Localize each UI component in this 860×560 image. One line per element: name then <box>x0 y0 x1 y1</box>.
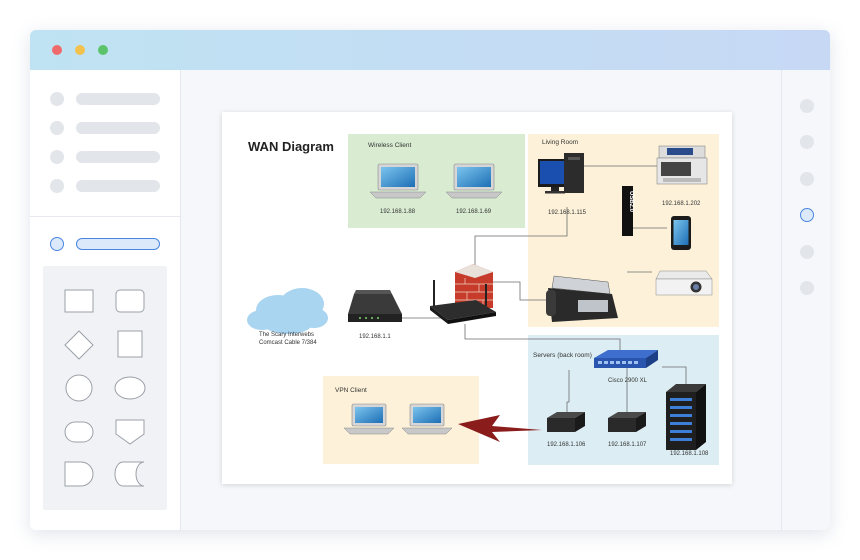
circle-shape[interactable] <box>65 374 93 402</box>
projector-icon[interactable] <box>655 270 713 296</box>
offpage-connector-shape[interactable] <box>115 419 145 445</box>
switch-icon[interactable] <box>594 350 658 368</box>
ip-label: 192.168.1.1 <box>359 334 391 340</box>
internet-label: The Scary Interwebs <box>259 332 314 338</box>
internet-sublabel: Comcast Cable 7/384 <box>259 340 317 346</box>
shape-library <box>64 289 146 487</box>
toolbar-button[interactable] <box>800 172 814 186</box>
rounded-rectangle-shape[interactable] <box>115 289 145 313</box>
ip-label: 192.168.1.69 <box>456 209 492 215</box>
sidebar-item-icon <box>50 92 64 106</box>
laptop-icon[interactable] <box>445 163 503 199</box>
diagram-canvas[interactable]: WAN Diagram Wireless Client Living Room … <box>222 112 732 484</box>
living-room-zone-label: Living Room <box>542 139 578 146</box>
cloud-icon <box>247 288 328 334</box>
ip-label: 192.168.1.107 <box>608 442 647 448</box>
wireless-zone-label: Wireless Client <box>368 142 412 149</box>
phone-icon[interactable] <box>671 216 691 250</box>
lightning-icon <box>458 415 542 442</box>
modem-icon[interactable] <box>348 290 402 322</box>
firewall-icon <box>455 264 493 308</box>
sidebar-divider <box>30 216 180 217</box>
sidebar-item-label <box>76 122 160 134</box>
sidebar-item-label <box>76 180 160 192</box>
vpn-zone <box>323 376 479 464</box>
toolbar-button[interactable] <box>800 99 814 113</box>
server-zone-label: Servers (back room) <box>533 352 592 359</box>
desktop-icon[interactable] <box>538 153 584 194</box>
laptop-icon[interactable] <box>369 163 427 199</box>
square-shape[interactable] <box>117 330 143 358</box>
toolbar-button-active[interactable] <box>800 208 814 222</box>
sidebar-item-icon <box>50 150 64 164</box>
switch-label: Cisco 2900 XL <box>608 378 648 384</box>
tower-server-icon[interactable] <box>666 384 706 450</box>
toolbar-button[interactable] <box>800 135 814 149</box>
server-icon[interactable] <box>608 412 646 432</box>
shape-library-panel <box>43 266 167 510</box>
server-icon[interactable] <box>547 412 585 432</box>
toolbar-button[interactable] <box>800 245 814 259</box>
diagram-title: WAN Diagram <box>248 139 334 154</box>
usb-hub-icon[interactable] <box>622 186 633 236</box>
ellipse-shape[interactable] <box>114 376 146 400</box>
sidebar-item-label <box>76 238 160 250</box>
laptop-icon[interactable] <box>343 403 395 435</box>
right-toolbar <box>781 70 830 530</box>
delay-shape[interactable] <box>64 461 94 487</box>
sidebar-item-icon <box>50 237 64 251</box>
sidebar-item-label <box>76 93 160 105</box>
ip-label: 192.168.1.202 <box>662 201 701 207</box>
sidebar-item-icon <box>50 179 64 193</box>
ip-label: 192.168.1.108 <box>670 451 709 457</box>
left-sidebar <box>30 70 181 530</box>
usb-label: USB2.0 <box>628 191 634 213</box>
diamond-shape[interactable] <box>64 330 94 360</box>
wan-diagram: WAN Diagram Wireless Client Living Room … <box>247 134 719 465</box>
ip-label: 192.168.1.106 <box>547 442 586 448</box>
minimize-window-button[interactable] <box>75 45 85 55</box>
fax-icon[interactable] <box>546 275 618 322</box>
toolbar-button[interactable] <box>800 281 814 295</box>
sidebar-item-label <box>76 151 160 163</box>
rectangle-shape[interactable] <box>64 289 94 313</box>
app-window: WAN Diagram Wireless Client Living Room … <box>30 30 830 530</box>
laptop-icon[interactable] <box>401 403 453 435</box>
printer-icon[interactable] <box>656 145 708 185</box>
terminator-shape[interactable] <box>64 421 94 443</box>
close-window-button[interactable] <box>52 45 62 55</box>
maximize-window-button[interactable] <box>98 45 108 55</box>
title-bar <box>30 30 830 70</box>
vpn-zone-label: VPN Client <box>335 387 367 394</box>
router-icon[interactable] <box>430 280 496 324</box>
ip-label: 192.168.1.88 <box>380 209 416 215</box>
ip-label: 192.168.1.115 <box>548 210 587 216</box>
stored-data-shape[interactable] <box>114 461 145 487</box>
wireless-zone <box>348 134 525 228</box>
sidebar-item-icon <box>50 121 64 135</box>
